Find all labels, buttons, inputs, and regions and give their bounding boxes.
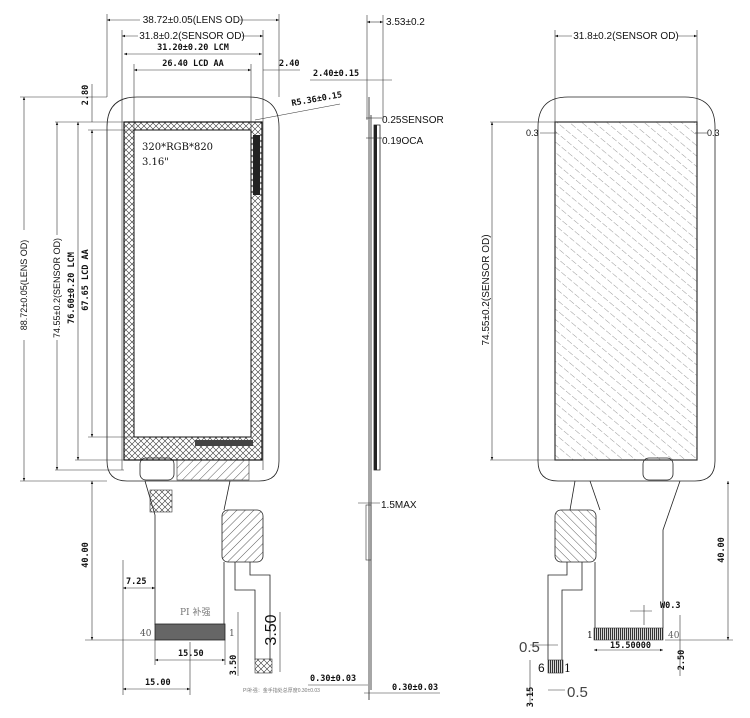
dim-oca-thickness: 0.19OCA xyxy=(382,136,423,147)
small-gold-finger xyxy=(547,659,564,674)
stiffener-note: PI补强：金手指处总厚度0.30±0.03 xyxy=(243,687,320,694)
dim-sensor-od-width: 31.8±0.2(SENSOR OD) xyxy=(139,31,245,42)
dim-small-pitch-top: 0.5 xyxy=(519,639,540,656)
dim-left-margin: 0.3 xyxy=(526,128,539,138)
side-profile xyxy=(368,97,381,700)
fpc-cutout-back xyxy=(642,457,674,481)
dim-connector-margin-back: 2.50 xyxy=(677,650,687,670)
dim-fpc-offset: 7.25 xyxy=(126,577,146,587)
dim-small-height: 3.15 xyxy=(526,687,536,707)
side-component xyxy=(365,504,372,561)
dim-top-margin: 2.80 xyxy=(81,85,91,105)
fpc-main-back xyxy=(547,480,681,660)
back-pin-first: 1 xyxy=(587,631,593,641)
dim-lcm-width: 31.20±0.20 LCM xyxy=(157,43,229,53)
back-view: 31.8±0.2(SENSOR OD) 74.55±0.2(SENSOR OD)… xyxy=(481,29,733,707)
dim-total-thickness: 3.53±0.2 xyxy=(386,17,425,28)
dim-fpc-length-back: 40.00 xyxy=(717,537,727,563)
connector-fingers xyxy=(593,627,664,641)
pin-first-label: 40 xyxy=(140,629,152,639)
small-pin-last: 1 xyxy=(564,662,571,675)
dim-lcm-height: 76.60±0.20 LCM xyxy=(67,252,77,324)
fpc-stiffener-chip-back xyxy=(554,509,597,563)
dim-connector-width-back: 15.50000 xyxy=(610,641,651,651)
dim-trace-width: W0.3 xyxy=(660,601,680,611)
dim-lens-od-height: 88.72±0.05(LENS OD) xyxy=(19,240,29,330)
fpc-stiffener-chip xyxy=(221,509,264,563)
dim-small-pitch-bottom: 0.5 xyxy=(567,684,588,701)
lens-outline xyxy=(106,96,280,482)
dim-component-max: 1.5MAX xyxy=(381,500,417,511)
dim-lcd-aa-height: 67.65 LCD AA xyxy=(81,249,91,310)
dim-fpc-length: 40.00 xyxy=(81,542,91,568)
pi-stiffener-connector xyxy=(154,623,226,641)
lens-outline-back xyxy=(537,96,716,482)
fpc-neck xyxy=(176,459,250,481)
fpc-cutout xyxy=(139,457,175,481)
diagonal-label: 3.16" xyxy=(142,157,169,168)
pin-last-label: 1 xyxy=(229,629,235,639)
dim-lens-od-width: 38.72±0.05(LENS OD) xyxy=(143,15,244,26)
dim-sensor-thickness: 0.25SENSOR xyxy=(382,115,444,126)
dim-corner-radius: R5.36±0.15 xyxy=(291,90,343,109)
dim-tail-length: 3.50 xyxy=(263,614,280,645)
dim-fpc-thickness-left: 0.30±0.03 xyxy=(310,674,356,684)
sensor-area xyxy=(554,121,698,461)
fpc-tail xyxy=(234,562,271,660)
led-pads xyxy=(149,489,173,513)
dim-module-thickness: 2.40±0.15 xyxy=(313,69,359,79)
dim-lcd-aa-width: 26.40 LCD AA xyxy=(162,59,223,69)
dim-right-margin: 0.3 xyxy=(707,128,720,138)
dim-right-margin: 2.40 xyxy=(279,59,299,69)
dim-connector-width: 15.50 xyxy=(178,649,204,659)
dim-sensor-od-height: 74.55±0.2(SENSOR OD) xyxy=(52,238,62,338)
dim-sensor-od-width-back: 31.8±0.2(SENSOR OD) xyxy=(573,31,679,42)
tail-gold-finger xyxy=(254,658,273,674)
front-view: 320*RGB*820 3.16" PI 补强 40 1 PI补强：金手指处总厚… xyxy=(18,13,343,695)
dim-fpc-thickness-right: 0.30±0.03 xyxy=(392,683,438,693)
side-ic xyxy=(253,135,260,195)
side-view: 3.53±0.2 2.40±0.15 0.25SENSOR 0.19OCA 1.… xyxy=(308,15,444,700)
bottom-ic xyxy=(195,440,253,446)
dim-connector-margin: 3.50 xyxy=(229,655,239,675)
fpc-main xyxy=(144,480,231,625)
dim-sensor-od-height-back: 74.55±0.2(SENSOR OD) xyxy=(481,234,492,345)
lcd-active-area xyxy=(133,129,252,438)
resolution-label: 320*RGB*820 xyxy=(142,142,213,153)
back-pin-last: 40 xyxy=(668,631,680,641)
small-pin-first: 6 xyxy=(538,661,545,675)
stiffener-label: PI 补强 xyxy=(180,606,210,618)
dim-connector-offset: 15.00 xyxy=(145,678,171,688)
